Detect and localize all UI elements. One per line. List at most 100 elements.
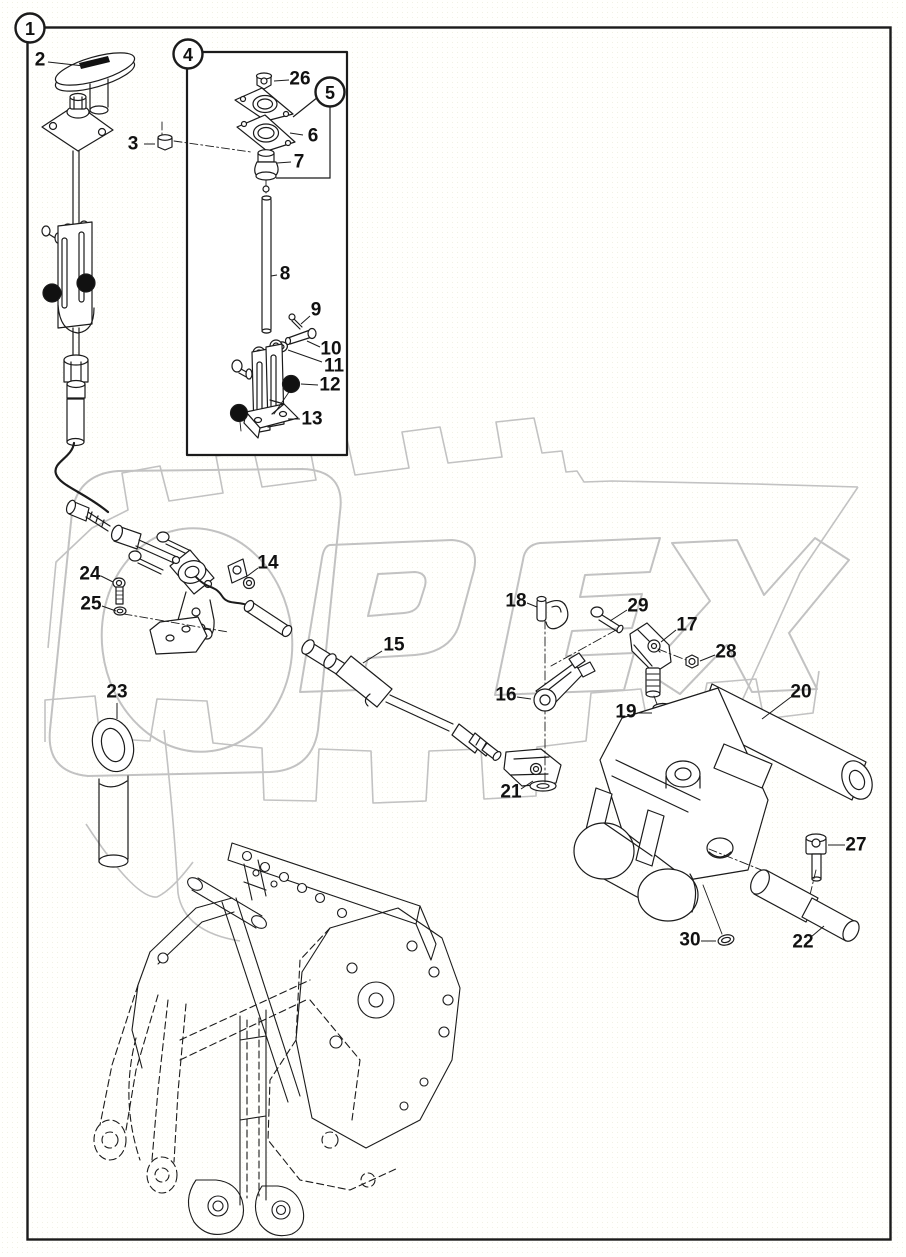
part28-nut	[685, 654, 699, 669]
part3-nut	[157, 134, 173, 151]
opex-gear-watermark	[44, 417, 859, 942]
gear-hub-arc-2	[85, 823, 158, 898]
leader-line-11	[287, 349, 323, 363]
part-label-17: 17	[676, 615, 697, 636]
centerline-29-16	[550, 629, 617, 667]
lever-base-flange	[41, 92, 114, 152]
callout-line-5-1	[276, 106, 331, 179]
leader-line-12	[300, 383, 319, 386]
page-border	[26, 26, 892, 1241]
part27-socket-screw	[805, 833, 827, 882]
gear-hub-arc-1	[163, 729, 241, 942]
leader-line-8	[270, 274, 278, 277]
part-label-10: 10	[320, 339, 341, 360]
control-cable-upper	[54, 441, 110, 514]
leader-line-29	[609, 609, 628, 622]
centerline-25	[123, 613, 229, 633]
callout-circle-1	[14, 12, 46, 44]
leader-line-9	[300, 315, 311, 325]
part-label-30: 30	[679, 930, 700, 951]
part23-boot	[91, 717, 135, 868]
part10-clevis-pin	[284, 327, 317, 346]
part-label-28: 28	[715, 642, 736, 663]
part-label-15: 15	[383, 635, 405, 656]
letter-E	[494, 537, 661, 696]
part-label-12: 12	[319, 375, 340, 396]
leader-line-28	[699, 654, 716, 662]
part-label-27: 27	[845, 835, 866, 856]
lever-swivel-stack	[63, 327, 89, 447]
part12-knob-right	[281, 374, 301, 394]
cable-fittings	[65, 499, 187, 568]
lever-knob-left	[42, 283, 62, 303]
part15-cable-adjuster	[301, 639, 502, 761]
leader-line-25	[101, 605, 117, 612]
leader-line-18	[526, 602, 538, 608]
leader-line-26	[273, 79, 290, 82]
part-label-13: 13	[301, 409, 322, 430]
part7-bushing	[254, 149, 279, 194]
part30-oring	[702, 884, 735, 946]
transmission-housing	[93, 842, 461, 1237]
part-label-8: 8	[280, 264, 291, 285]
part-label-16: 16	[495, 685, 516, 706]
part20-bellcrank	[573, 683, 873, 922]
leader-line-21	[520, 780, 534, 790]
letter-O-outer	[48, 468, 342, 777]
roller-right	[637, 868, 699, 922]
roller-left	[573, 822, 635, 880]
part-label-25: 25	[80, 594, 102, 615]
lever-shaft-and-bracket	[41, 150, 96, 334]
part24-bolt	[112, 577, 126, 605]
part-label-20: 20	[790, 682, 811, 703]
callout-number-1: 1	[25, 19, 35, 39]
callout-number-4: 4	[183, 45, 193, 65]
leader-line-6	[289, 132, 304, 136]
leader-line-24	[100, 575, 114, 583]
part-label-19: 19	[615, 702, 636, 723]
leader-line-22	[810, 925, 825, 938]
part-label-14: 14	[257, 553, 279, 574]
callout-number-5: 5	[325, 83, 335, 103]
part8-rod	[261, 185, 272, 334]
part-label-29: 29	[627, 596, 648, 617]
leader-line-15	[362, 650, 383, 664]
part-label-7: 7	[294, 152, 305, 173]
callout-circle-5	[314, 76, 346, 108]
leader-line-17	[660, 629, 677, 643]
centerline-17-28	[657, 648, 687, 661]
lever-knob-right	[76, 273, 96, 293]
handle-marking	[79, 56, 110, 69]
part2-handle	[54, 52, 136, 115]
part-drawings	[41, 50, 873, 1237]
leader-line-7	[276, 161, 292, 164]
part18-retainer-clip	[536, 595, 569, 630]
part-label-3: 3	[128, 134, 139, 155]
letter-P	[299, 539, 476, 693]
part-label-9: 9	[311, 300, 322, 321]
part22-pin	[750, 869, 860, 942]
mount-bolts	[128, 531, 192, 575]
part-label-11: 11	[324, 356, 345, 377]
gear-hub-arc-3	[156, 861, 194, 898]
cable-through-flange	[195, 576, 252, 608]
part-label-23: 23	[106, 682, 127, 703]
part9-cotter-pin	[288, 313, 303, 330]
part26-nut	[255, 72, 273, 90]
leader-line-10	[306, 340, 321, 348]
part-label-2: 2	[35, 50, 46, 71]
hidden-lines	[93, 927, 399, 1199]
gear-top-teeth	[47, 417, 859, 649]
callout-line-5-0	[292, 96, 319, 118]
part13-link-bracket	[231, 339, 299, 439]
part-label-18: 18	[505, 591, 526, 612]
foot-plate	[149, 616, 208, 655]
letter-P-counter	[367, 571, 427, 617]
part-label-21: 21	[500, 782, 522, 803]
leader-line-2	[47, 61, 85, 67]
leader-line-16	[516, 696, 532, 700]
centerline-3b	[173, 140, 252, 153]
